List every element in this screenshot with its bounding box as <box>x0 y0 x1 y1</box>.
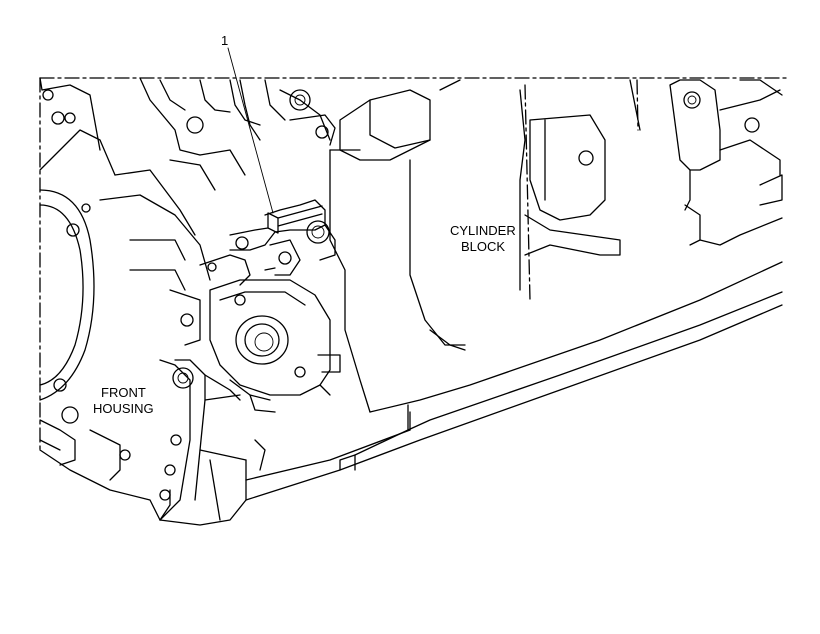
bolt-bracket <box>199 199 336 286</box>
callout-leader <box>227 47 274 214</box>
cylinder-block <box>245 79 783 501</box>
callout-number: 1 <box>221 33 228 48</box>
section-boundary <box>39 77 791 451</box>
front-housing-label-line2: HOUSING <box>93 401 154 416</box>
filter-base <box>209 239 341 413</box>
cylinder-block-label-line2: BLOCK <box>461 239 505 254</box>
front-housing <box>39 77 336 526</box>
cylinder-block-label-line1: CYLINDER <box>450 223 516 238</box>
front-housing-label-line1: FRONT <box>101 385 146 400</box>
